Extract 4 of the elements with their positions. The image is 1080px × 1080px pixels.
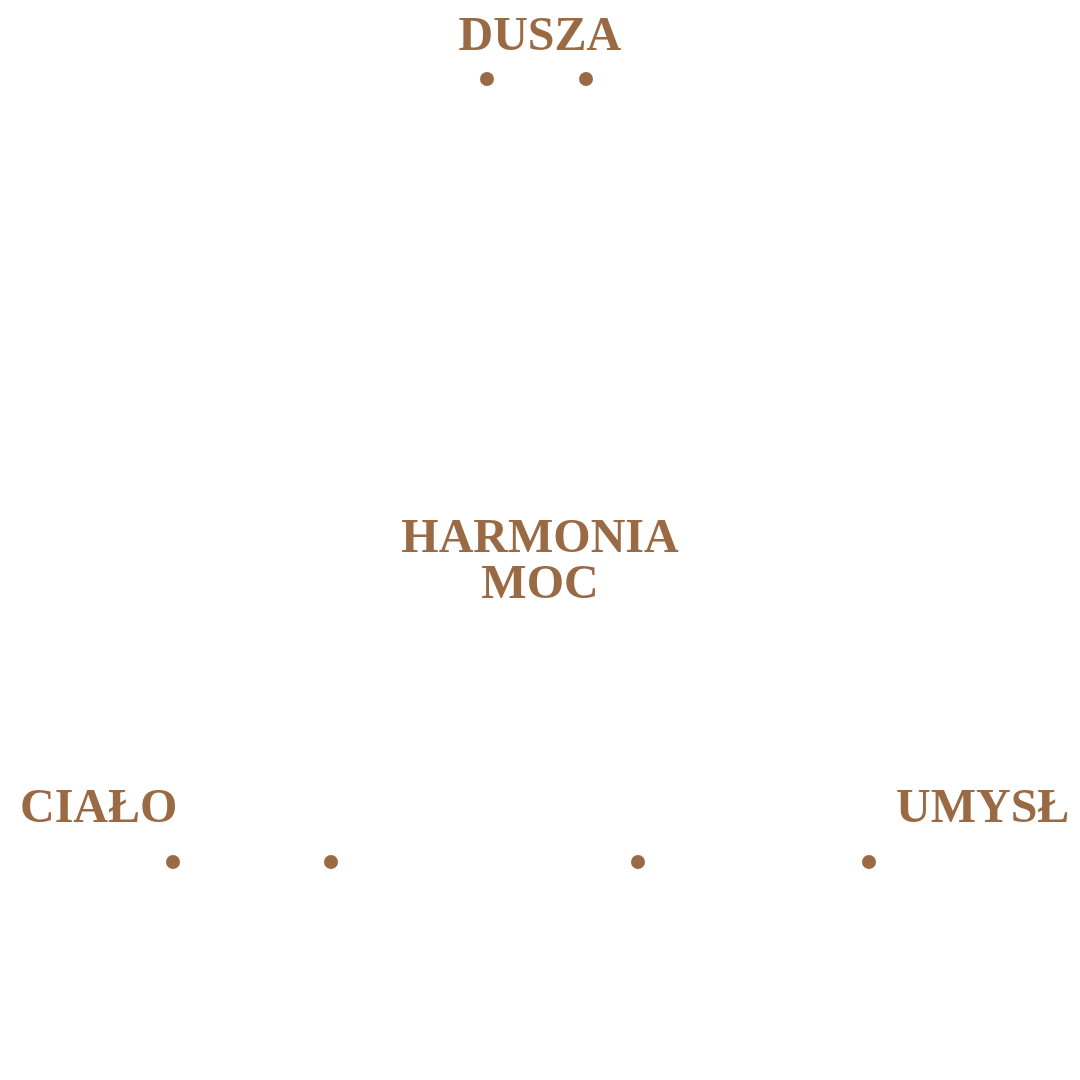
- area-label: UMYSŁ: [896, 783, 1070, 829]
- area-label: CIAŁO: [20, 783, 178, 829]
- center-label: HARMONIA MOC: [400, 513, 680, 605]
- area-label: DUSZA: [458, 11, 622, 57]
